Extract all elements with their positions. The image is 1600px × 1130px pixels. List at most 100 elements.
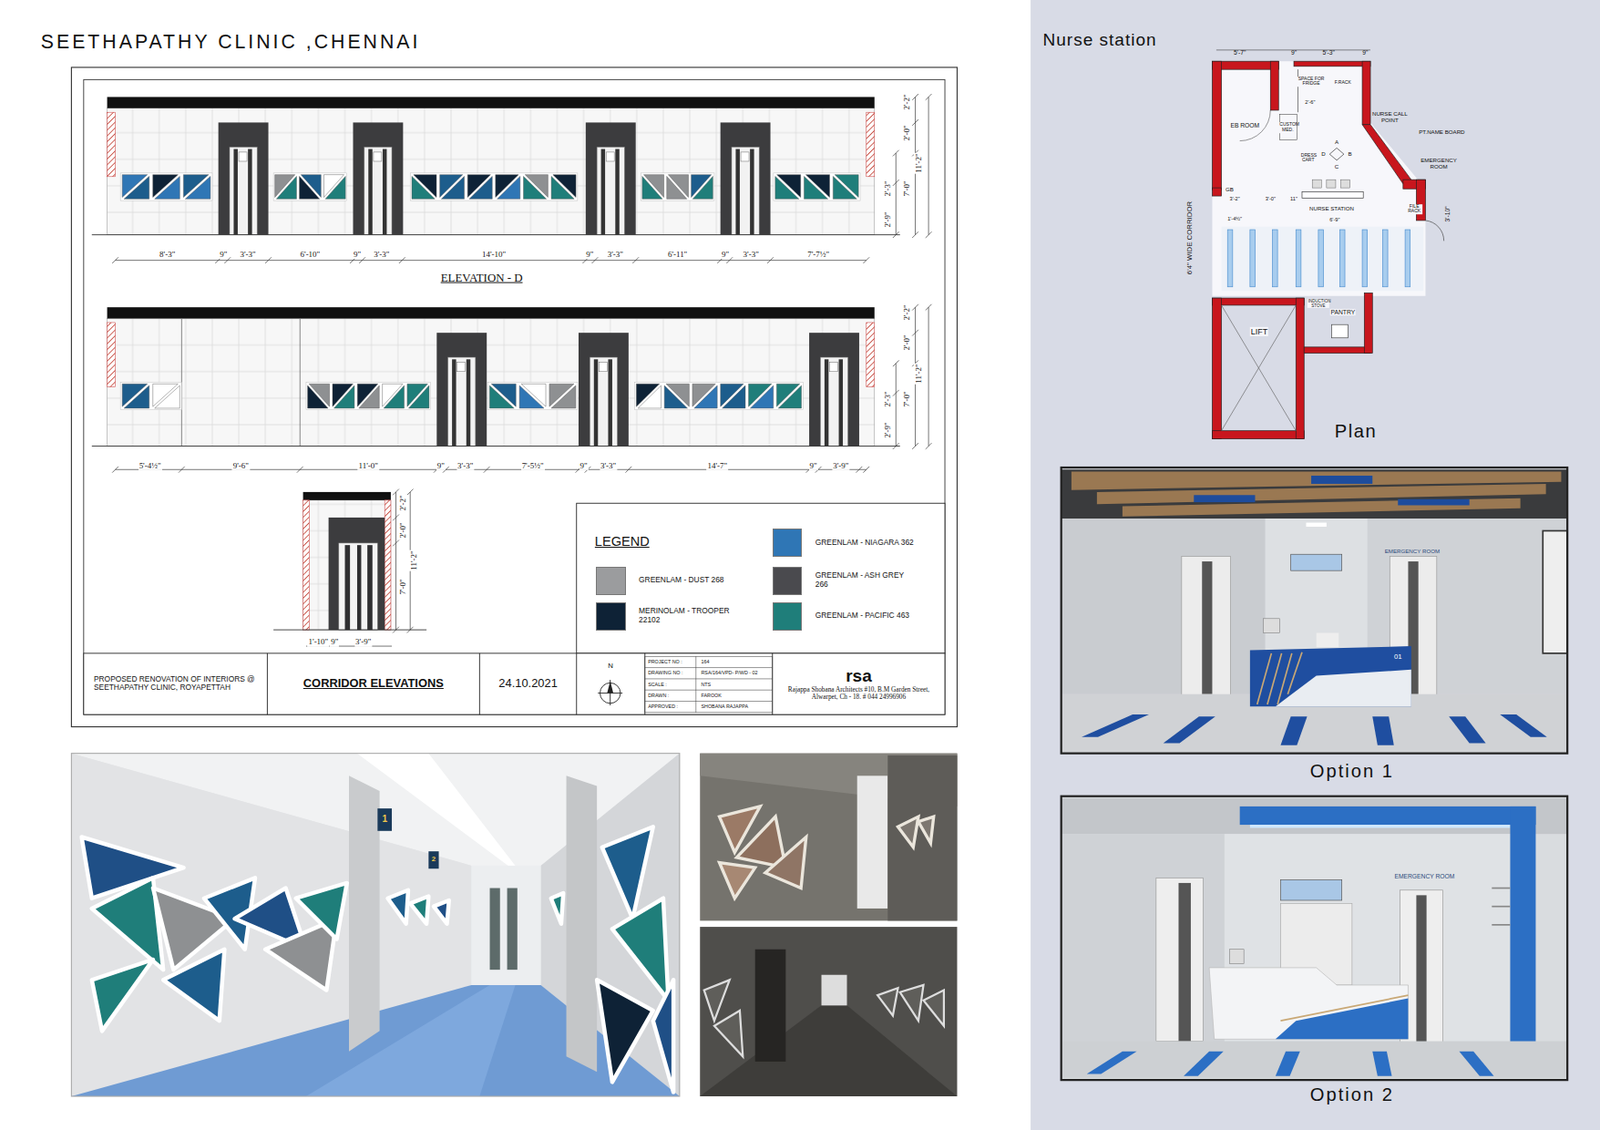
line-shape — [395, 492, 397, 630]
rect-shape — [1240, 806, 1537, 825]
polygon-shape — [1372, 716, 1395, 745]
line-shape — [925, 304, 933, 311]
rect-shape — [457, 362, 466, 372]
g-shape — [1257, 652, 1303, 705]
plan-label: CUSTOM MED. — [1278, 122, 1297, 134]
line-shape — [92, 445, 901, 447]
rect-shape — [471, 865, 541, 985]
line-shape — [407, 489, 414, 496]
node-text: APPROVED : — [647, 703, 698, 709]
rect-shape — [273, 173, 348, 201]
polygon-shape — [1499, 714, 1548, 738]
rect-shape — [352, 122, 403, 235]
polygon-shape — [1275, 998, 1409, 1040]
rect-shape — [576, 502, 945, 654]
plan-label: F.RACK — [1333, 80, 1353, 86]
polygon-shape — [184, 175, 211, 199]
plan-label: GB — [1224, 186, 1235, 194]
legend-text: GREENLAM - PACIFIC 463 — [815, 612, 918, 622]
plan-label: FILE RACK — [1405, 204, 1423, 216]
rect-shape — [428, 851, 439, 869]
polygon-shape — [1275, 669, 1412, 707]
dimension: 7'-0" — [901, 180, 911, 198]
rect-shape — [1397, 499, 1469, 506]
rect-shape — [436, 332, 487, 446]
rect-shape — [233, 149, 237, 236]
dimension: 9" — [579, 461, 589, 471]
plan-label: NURSE STATION — [1308, 205, 1355, 212]
view-letter: D — [1320, 151, 1326, 158]
rect-shape — [866, 322, 875, 388]
rect-shape — [1061, 469, 1568, 519]
rect-shape — [1211, 61, 1221, 190]
polygon-shape — [1275, 1051, 1301, 1077]
polygon-shape — [383, 385, 404, 409]
rect-shape — [364, 146, 392, 235]
dimension: 2'-0" — [901, 123, 911, 142]
rect-shape — [218, 122, 269, 235]
line-shape — [392, 626, 400, 634]
dimension: 3'-3" — [238, 249, 257, 259]
rect-shape — [645, 656, 773, 713]
node-text: DRAWN : — [647, 692, 698, 698]
rect-shape — [71, 67, 957, 728]
node-text: 24.10.2021 — [498, 676, 557, 691]
plan-label: PT.NAME BOARD — [1418, 128, 1465, 135]
rect-shape — [107, 96, 875, 108]
rect-shape — [1181, 555, 1231, 699]
dimension: 2'-2" — [901, 92, 911, 111]
polygon-shape — [92, 959, 154, 1031]
polygon-shape — [163, 949, 225, 1021]
polygon-shape — [1209, 967, 1408, 1039]
plan-label: 6'4" WIDE CORRIDOR — [1185, 201, 1194, 275]
line-shape — [925, 93, 933, 101]
rect-shape — [382, 149, 387, 236]
line-shape — [895, 153, 897, 236]
rect-shape — [1221, 226, 1425, 292]
polygon-shape — [469, 175, 493, 199]
rect-shape — [1326, 179, 1336, 188]
polygon-shape — [307, 385, 329, 409]
rect-shape — [1509, 806, 1536, 1077]
node-text: PROJECT NO : — [647, 658, 698, 665]
rect-shape — [720, 122, 771, 235]
polygon-shape — [1183, 1051, 1224, 1077]
caption: Option 2 — [1310, 1084, 1395, 1106]
polygon-shape — [898, 816, 919, 848]
room-name: LIFT — [1250, 327, 1269, 337]
rect-shape — [1061, 467, 1568, 754]
dimension: 1'-4½" — [1226, 215, 1243, 221]
rect-shape — [820, 357, 848, 446]
polygon-shape — [778, 385, 801, 409]
polygon-shape — [348, 775, 380, 1051]
rect-shape — [1272, 229, 1279, 288]
title-block-cell: PROPOSED RENOVATION OF INTERIORS @ SEETH… — [83, 653, 268, 715]
dimension: 2'-3" — [882, 180, 893, 198]
dimension: 2'-9" — [882, 420, 893, 439]
firm-cell: rsaRajappa Shobana Architects #10, B.M G… — [772, 653, 945, 715]
dimension: 9" — [218, 249, 228, 259]
g-shape — [699, 753, 957, 1097]
dimension: 9'-6" — [232, 461, 250, 471]
door-number: 1 — [381, 814, 388, 826]
line-shape — [115, 469, 867, 471]
rect-shape — [1211, 430, 1304, 440]
polygon-shape — [1362, 124, 1412, 185]
rect-shape — [1061, 1041, 1568, 1078]
north-cell: N — [576, 653, 646, 715]
rect-shape — [83, 79, 945, 715]
polygon-shape — [637, 385, 661, 409]
polygon-shape — [523, 175, 547, 199]
rect-shape — [857, 775, 889, 909]
dimension: 9" — [352, 249, 362, 259]
polygon-shape — [409, 385, 430, 409]
node-text: LEGEND — [594, 533, 650, 550]
plan-label: DRESS CART — [1300, 153, 1317, 165]
polygon-shape — [692, 175, 713, 199]
legend-swatch — [772, 602, 803, 631]
rect-shape — [839, 358, 843, 446]
line-shape — [695, 656, 697, 713]
rect-shape — [1382, 229, 1388, 288]
polygon-shape — [653, 979, 674, 1092]
